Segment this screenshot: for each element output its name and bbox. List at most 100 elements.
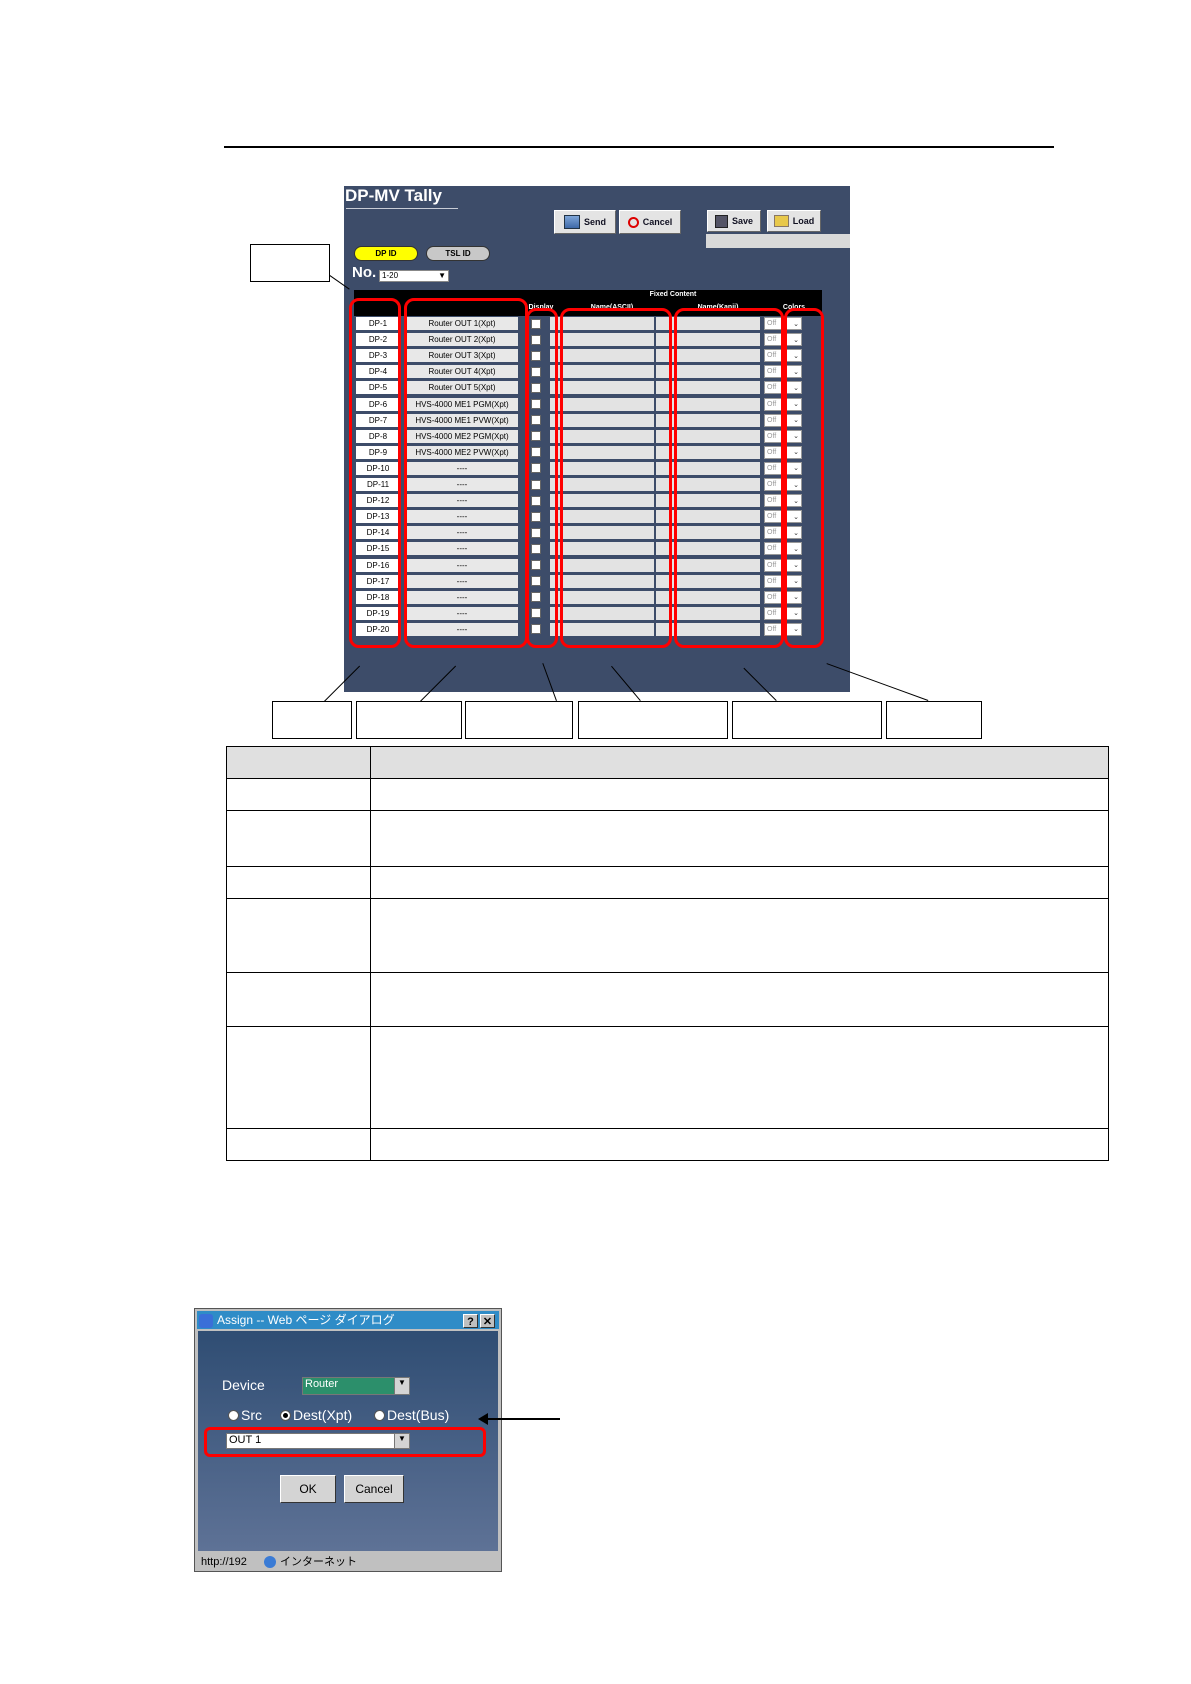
assign-button[interactable]: ----: [406, 478, 518, 491]
title-underline: [346, 208, 458, 209]
chevron-down-icon: ⌄: [793, 384, 799, 392]
name-kanji-input[interactable]: [656, 429, 760, 443]
name-ascii-input[interactable]: [550, 622, 654, 636]
assign-button[interactable]: ----: [406, 510, 518, 524]
name-kanji-input[interactable]: [656, 333, 760, 347]
assign-button[interactable]: Router OUT 3(Xpt): [406, 349, 518, 363]
name-ascii-input[interactable]: [550, 510, 654, 524]
name-ascii-input[interactable]: [550, 526, 654, 540]
assign-button[interactable]: ----: [406, 606, 518, 620]
display-checkbox[interactable]: [524, 542, 548, 555]
name-kanji-input[interactable]: [656, 349, 760, 363]
display-checkbox[interactable]: [524, 349, 548, 362]
name-kanji-input[interactable]: [656, 445, 760, 459]
radio-dest-bus[interactable]: Dest(Bus): [374, 1407, 449, 1423]
display-checkbox[interactable]: [524, 591, 548, 604]
name-ascii-input[interactable]: [550, 606, 654, 620]
assign-button[interactable]: ----: [406, 558, 518, 572]
name-kanji-input[interactable]: [656, 461, 760, 475]
display-checkbox[interactable]: [524, 398, 548, 411]
name-kanji-input[interactable]: [656, 622, 760, 636]
display-checkbox[interactable]: [524, 446, 548, 459]
assign-button[interactable]: ----: [406, 542, 518, 556]
save-button[interactable]: Save: [707, 210, 761, 232]
name-kanji-input[interactable]: [656, 606, 760, 620]
name-ascii-input[interactable]: [550, 590, 654, 604]
assign-button[interactable]: ----: [406, 590, 518, 604]
name-ascii-input[interactable]: [550, 381, 654, 395]
display-checkbox[interactable]: [524, 365, 548, 378]
assign-button[interactable]: Router OUT 1(Xpt): [406, 317, 518, 330]
dialog-cancel-button[interactable]: Cancel: [344, 1475, 404, 1503]
name-kanji-input[interactable]: [656, 317, 760, 330]
name-kanji-input[interactable]: [656, 478, 760, 491]
display-checkbox[interactable]: [524, 430, 548, 443]
name-kanji-input[interactable]: [656, 381, 760, 395]
display-checkbox[interactable]: [524, 381, 548, 394]
close-button[interactable]: ✕: [480, 1314, 495, 1328]
cancel-button[interactable]: Cancel: [619, 210, 681, 234]
name-kanji-input[interactable]: [656, 494, 760, 508]
display-checkbox[interactable]: [524, 526, 548, 539]
assign-button[interactable]: HVS-4000 ME1 PVW(Xpt): [406, 413, 518, 427]
load-button[interactable]: Load: [767, 210, 821, 232]
name-kanji-input[interactable]: [656, 365, 760, 379]
display-checkbox[interactable]: [524, 317, 548, 330]
name-kanji-input[interactable]: [656, 590, 760, 604]
output-select[interactable]: OUT 1 ▼: [226, 1433, 410, 1449]
assign-button[interactable]: HVS-4000 ME2 PVW(Xpt): [406, 445, 518, 459]
help-button[interactable]: ?: [463, 1314, 478, 1328]
name-kanji-input[interactable]: [656, 413, 760, 427]
dp-id-tab[interactable]: DP ID: [354, 246, 418, 261]
radio-src[interactable]: Src: [228, 1407, 262, 1423]
name-ascii-input[interactable]: [550, 542, 654, 556]
display-checkbox[interactable]: [524, 623, 548, 636]
name-ascii-input[interactable]: [550, 478, 654, 491]
display-checkbox[interactable]: [524, 494, 548, 507]
no-range-select[interactable]: 1-20 ▼: [379, 270, 449, 282]
name-ascii-input[interactable]: [550, 413, 654, 427]
display-checkbox[interactable]: [524, 462, 548, 475]
display-checkbox[interactable]: [524, 575, 548, 588]
name-ascii-input[interactable]: [550, 333, 654, 347]
assign-button[interactable]: ----: [406, 494, 518, 508]
radio-dest-xpt[interactable]: Dest(Xpt): [280, 1407, 352, 1423]
highlight-assign: [404, 298, 528, 648]
name-ascii-input[interactable]: [550, 558, 654, 572]
assign-button[interactable]: Router OUT 5(Xpt): [406, 381, 518, 395]
name-ascii-input[interactable]: [550, 317, 654, 330]
assign-button[interactable]: ----: [406, 622, 518, 636]
name-ascii-input[interactable]: [550, 349, 654, 363]
table-cell: [370, 778, 1109, 811]
display-checkbox[interactable]: [524, 478, 548, 491]
name-kanji-input[interactable]: [656, 558, 760, 572]
assign-button[interactable]: Router OUT 4(Xpt): [406, 365, 518, 379]
tsl-id-tab[interactable]: TSL ID: [426, 246, 490, 261]
name-ascii-input[interactable]: [550, 445, 654, 459]
assign-button[interactable]: ----: [406, 461, 518, 475]
name-ascii-input[interactable]: [550, 365, 654, 379]
name-kanji-input[interactable]: [656, 574, 760, 588]
name-kanji-input[interactable]: [656, 510, 760, 524]
assign-button[interactable]: HVS-4000 ME2 PGM(Xpt): [406, 429, 518, 443]
name-kanji-input[interactable]: [656, 397, 760, 411]
name-ascii-input[interactable]: [550, 461, 654, 475]
name-ascii-input[interactable]: [550, 429, 654, 443]
name-ascii-input[interactable]: [550, 397, 654, 411]
send-button[interactable]: Send: [554, 210, 616, 234]
display-checkbox[interactable]: [524, 559, 548, 572]
assign-button[interactable]: Router OUT 2(Xpt): [406, 333, 518, 347]
device-select[interactable]: Router ▼: [302, 1377, 410, 1395]
assign-button[interactable]: ----: [406, 574, 518, 588]
name-ascii-input[interactable]: [550, 494, 654, 508]
display-checkbox[interactable]: [524, 333, 548, 346]
name-kanji-input[interactable]: [656, 526, 760, 540]
ok-button[interactable]: OK: [280, 1475, 336, 1503]
display-checkbox[interactable]: [524, 607, 548, 620]
name-ascii-input[interactable]: [550, 574, 654, 588]
assign-button[interactable]: HVS-4000 ME1 PGM(Xpt): [406, 397, 518, 411]
assign-button[interactable]: ----: [406, 526, 518, 540]
display-checkbox[interactable]: [524, 414, 548, 427]
name-kanji-input[interactable]: [656, 542, 760, 556]
display-checkbox[interactable]: [524, 510, 548, 523]
